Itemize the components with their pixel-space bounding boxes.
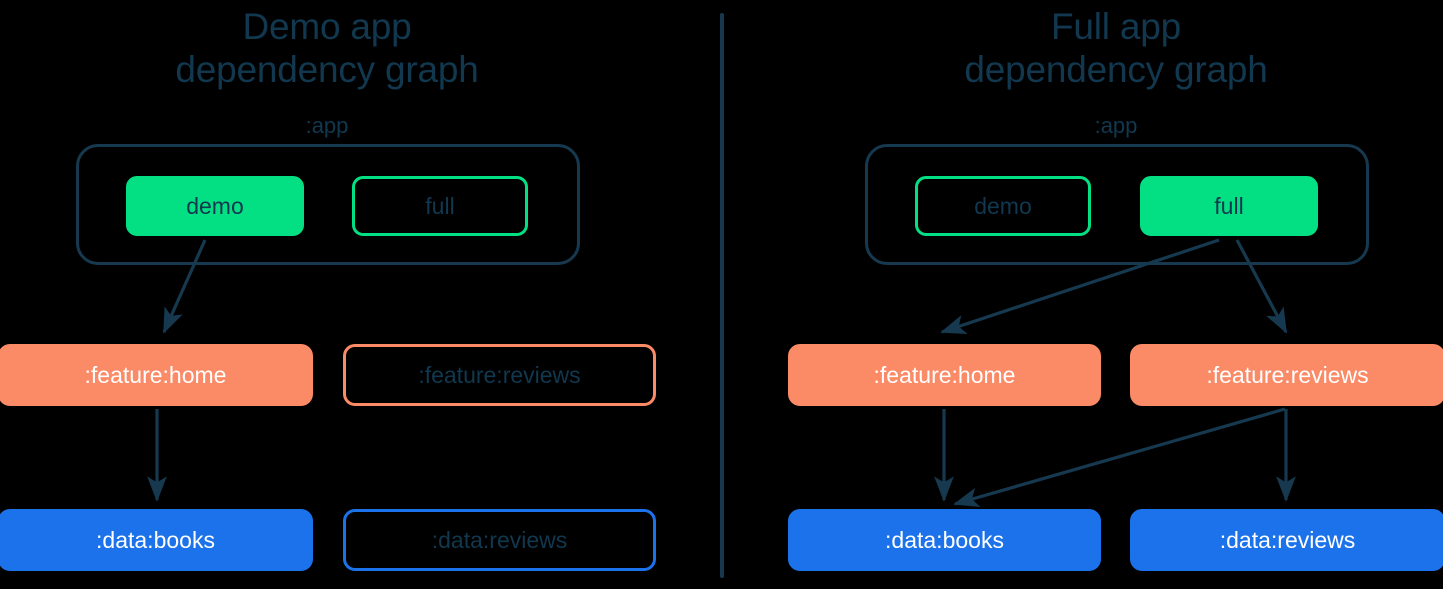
node-demo-data-reviews[interactable]: :data:reviews: [343, 509, 656, 571]
node-full-full[interactable]: full: [1140, 176, 1318, 236]
node-full-demo[interactable]: demo: [915, 176, 1091, 236]
group-box-app-demo: [76, 144, 580, 265]
node-full-feature-home[interactable]: :feature:home: [788, 344, 1101, 406]
group-label-app-full: :app: [1094, 113, 1138, 138]
node-demo-feature-reviews[interactable]: :feature:reviews: [343, 344, 656, 406]
edge-feature-reviews-to-data-books: [953, 407, 1286, 507]
node-full-feature-reviews[interactable]: :feature:reviews: [1130, 344, 1443, 406]
node-demo-data-books[interactable]: :data:books: [0, 509, 313, 571]
node-full-data-books[interactable]: :data:books: [788, 509, 1101, 571]
group-box-app-full: [865, 144, 1369, 265]
node-demo-full[interactable]: full: [352, 176, 528, 236]
group-label-app-demo: :app: [305, 113, 349, 138]
node-demo-feature-home[interactable]: :feature:home: [0, 344, 313, 406]
panel-divider: [720, 13, 724, 578]
node-full-data-reviews[interactable]: :data:reviews: [1130, 509, 1443, 571]
panel-title-full: Full app dependency graph: [964, 6, 1268, 90]
node-demo-demo[interactable]: demo: [126, 176, 304, 236]
panel-title-demo: Demo app dependency graph: [175, 6, 479, 90]
